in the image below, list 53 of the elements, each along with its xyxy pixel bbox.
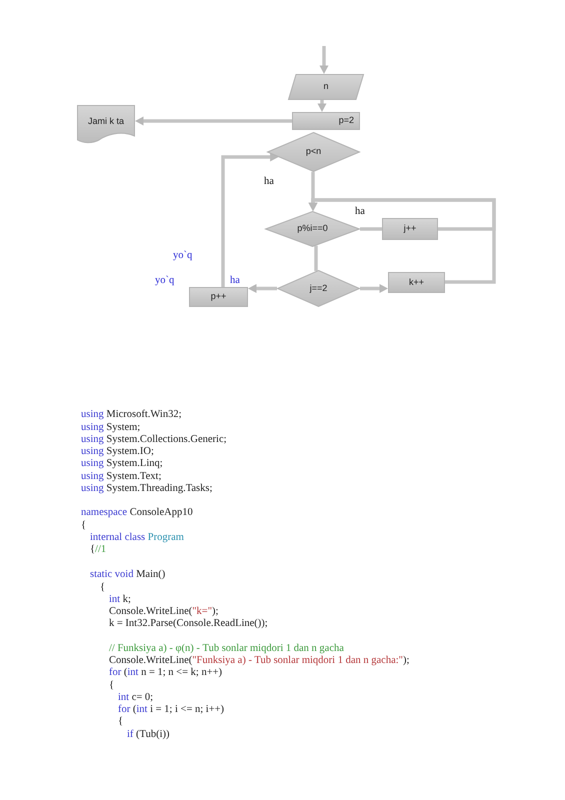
arrow: [308, 198, 496, 284]
code-line: {: [81, 520, 86, 532]
decision-diamond: [277, 270, 360, 307]
arrow: [360, 284, 388, 293]
code-line: using System;: [81, 422, 140, 434]
process-label: j++: [404, 224, 416, 234]
code-line: internal class Program: [90, 532, 184, 544]
output-document: [77, 105, 135, 143]
code-line: {: [109, 680, 114, 692]
condition-label: j==2: [310, 284, 328, 294]
arrow: [135, 116, 292, 126]
code-line: k = Int32.Parse(Console.ReadLine());: [109, 618, 268, 630]
branch-label: yo`q: [155, 275, 174, 288]
code-line: int k;: [109, 594, 131, 606]
process-box: [292, 112, 360, 130]
process-label: k++: [408, 278, 424, 288]
branch-label: ha: [230, 275, 240, 288]
code-line: Console.WriteLine("Funksiya a) - Tub sonlar miqdori 1 dan n gacha:");: [109, 655, 410, 668]
connector-line: [360, 227, 382, 231]
connector-line: [314, 246, 318, 272]
input-label: n: [323, 82, 328, 92]
process-label: p=2: [338, 116, 354, 126]
code-line: using System.Text;: [81, 470, 162, 483]
decision-diamond: [267, 132, 360, 172]
code-line: static void Main(): [90, 568, 166, 581]
condition-label: p<n: [306, 147, 322, 157]
code-line: for (int i = 1; i <= n; i++): [118, 704, 224, 716]
code-line: if (Tub(i)): [127, 728, 170, 741]
process-label: p++: [210, 292, 226, 302]
input-parallelogram: [288, 74, 364, 100]
code-line: {//1: [90, 544, 106, 556]
code-line: using System.Collections.Generic;: [81, 434, 227, 446]
code-line: using System.IO;: [81, 446, 154, 458]
process-box: [189, 287, 248, 307]
code-line: namespace ConsoleApp10: [81, 507, 193, 520]
branch-label: yo`q: [173, 250, 192, 262]
process-box: [388, 272, 445, 293]
code-line: using System.Linq;: [81, 458, 163, 470]
arrow: [248, 284, 277, 293]
code-line: Console.WriteLine("k=");: [109, 606, 218, 618]
code-line: // Funksiya a) - φ(n) - Tub sonlar miqdori 1 dan n gacha: [109, 643, 344, 656]
code-line: {: [100, 582, 106, 594]
code-line: {: [118, 716, 124, 728]
condition-label: p%i==0: [297, 224, 328, 234]
arrow: [320, 46, 328, 74]
code-line: using Microsoft.Win32;: [81, 409, 182, 422]
arrow: [318, 100, 326, 112]
code-line: using System.Threading.Tasks;: [81, 482, 212, 495]
output-label: Jami k ta: [88, 117, 124, 127]
code-line: for (int n = 1; n <= k; n++): [109, 667, 222, 680]
process-box: [382, 218, 438, 240]
code-line: int c= 0;: [118, 692, 154, 704]
arrow: [221, 152, 279, 287]
